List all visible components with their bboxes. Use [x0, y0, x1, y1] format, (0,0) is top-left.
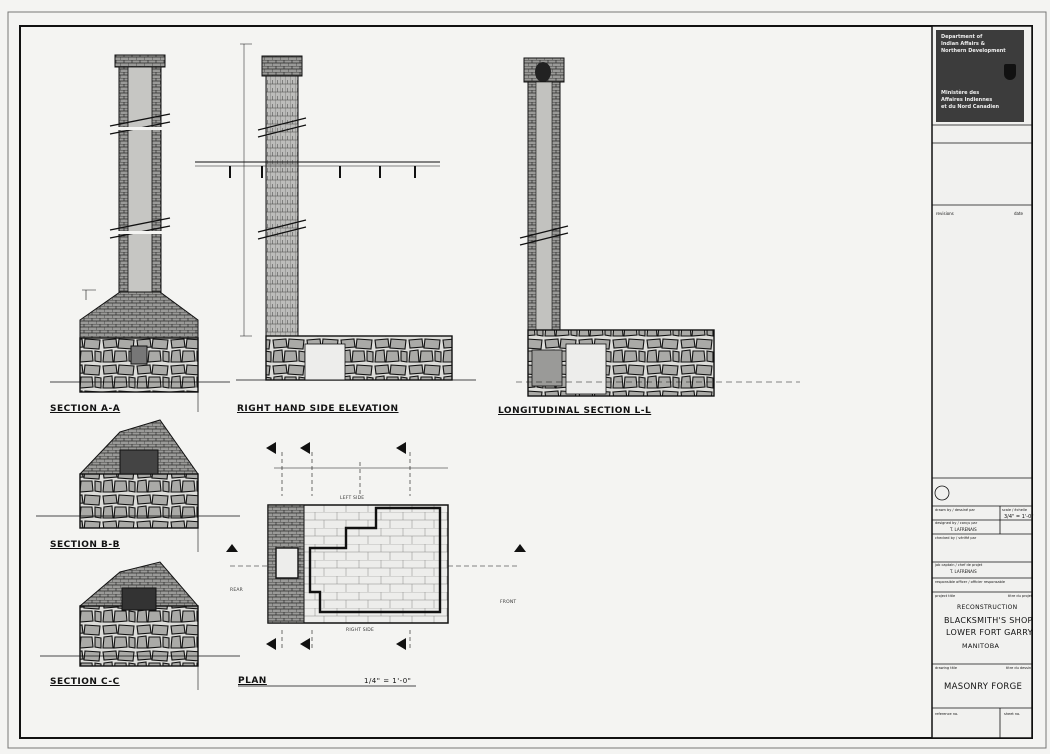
- scale-value: 3/4" = 1'-0": [1004, 514, 1034, 520]
- dept-fr-line-1: Ministère des: [941, 90, 980, 96]
- plan-right-side-label: Right side: [346, 628, 374, 633]
- project-line-4: Manitoba: [962, 642, 1000, 650]
- plan-front-label: Front: [500, 600, 517, 605]
- project-line-1: Reconstruction: [957, 604, 1018, 611]
- longitudinal-section-title: Longitudinal Section L-L: [498, 406, 652, 416]
- drawing-title: Masonry Forge: [944, 682, 1023, 692]
- rh-elevation-title: Right hand side Elevation: [237, 404, 399, 414]
- dept-fr-line-2: Affaires Indiennes: [941, 97, 993, 103]
- sheet-no-label: sheet no.: [1004, 712, 1021, 716]
- project-title-label: project title: [935, 594, 956, 598]
- plan-rear-label: Rear: [230, 588, 243, 593]
- dept-en-line-2: Indian Affairs &: [941, 41, 985, 47]
- section-bb-drawing: [36, 419, 240, 552]
- longitudinal-section-drawing: [516, 57, 800, 397]
- plan-title: Plan: [238, 676, 267, 686]
- job-captain-name: T. Lafrenais: [950, 569, 977, 574]
- project-line-3: Lower Fort Garry: [946, 628, 1033, 637]
- designed-by-label: designed by / conçu par: [935, 521, 978, 525]
- revisions-date-label: date: [1014, 211, 1024, 216]
- rh-elevation-drawing: [195, 43, 476, 381]
- project-line-2: Blacksmith's Shop: [944, 616, 1033, 625]
- checked-by-label: checked by / vérifié par: [935, 536, 977, 540]
- dept-fr-line-3: et du Nord Canadien: [941, 104, 1000, 110]
- section-cc-title: Section C-C: [50, 677, 120, 687]
- reference-no-label: reference no.: [935, 712, 959, 716]
- revisions-label: revisions: [936, 211, 954, 216]
- plan-left-side-label: Left side: [340, 496, 365, 501]
- title-block-lines: [932, 124, 1032, 738]
- scale-label: scale / échelle: [1002, 508, 1027, 512]
- department-stamp: Department of Indian Affairs & Northern …: [936, 30, 1024, 122]
- job-captain-label: job captain / chef de projet: [935, 563, 983, 567]
- dept-en-line-1: Department of: [941, 34, 983, 40]
- drawing-title-label: drawing title: [935, 666, 958, 670]
- plan-scale: 1/4" = 1'-0": [364, 677, 412, 685]
- responsible-officer-label: responsible officer / officier responsab…: [935, 580, 1005, 584]
- section-bb-title: Section B-B: [50, 540, 120, 550]
- section-aa-drawing: [50, 54, 230, 412]
- plan-drawing: [226, 442, 526, 650]
- drawn-by-label: drawn by / dessiné par: [935, 508, 975, 512]
- section-aa-title: Section A-A: [50, 404, 121, 414]
- designer-name: T. Lafrenais: [950, 527, 977, 532]
- drawing-title-label-fr: titre du dessin: [1006, 666, 1032, 670]
- project-title-label-fr: titre du projet: [1008, 594, 1033, 598]
- crest-icon: [1004, 64, 1016, 80]
- section-cc-drawing: [40, 561, 240, 690]
- dept-en-line-3: Northern Development: [941, 48, 1006, 54]
